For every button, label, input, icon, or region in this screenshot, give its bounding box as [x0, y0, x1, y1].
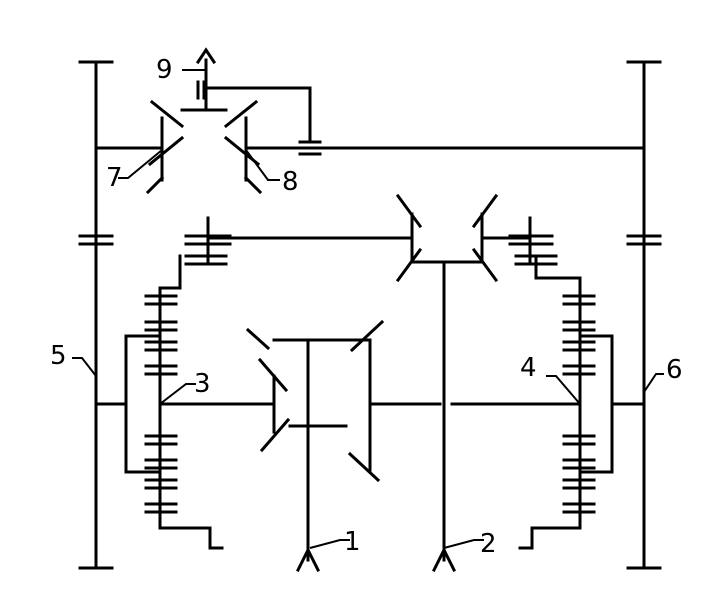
central-bevel-gearset: [245, 260, 457, 573]
label-9: 9: [156, 55, 173, 85]
right-gear-stack: [450, 254, 646, 550]
label-3: 3: [194, 369, 211, 399]
leader-lines: [72, 69, 664, 549]
label-6: 6: [666, 355, 683, 385]
label-4: 4: [520, 353, 537, 383]
label-2: 2: [480, 529, 497, 559]
labels: 1 2 3 4 5 6 7 8 9: [50, 55, 683, 559]
label-1: 1: [344, 527, 361, 557]
right-plate: [626, 60, 662, 570]
middle-upper-shaft: [184, 193, 558, 283]
label-7: 7: [106, 163, 123, 193]
left-gear-stack: [94, 254, 276, 550]
upper-bevel-gearset: [145, 47, 312, 195]
top-shaft: [94, 86, 646, 156]
label-5: 5: [50, 341, 67, 371]
label-8: 8: [282, 167, 299, 197]
left-plate: [78, 60, 114, 570]
